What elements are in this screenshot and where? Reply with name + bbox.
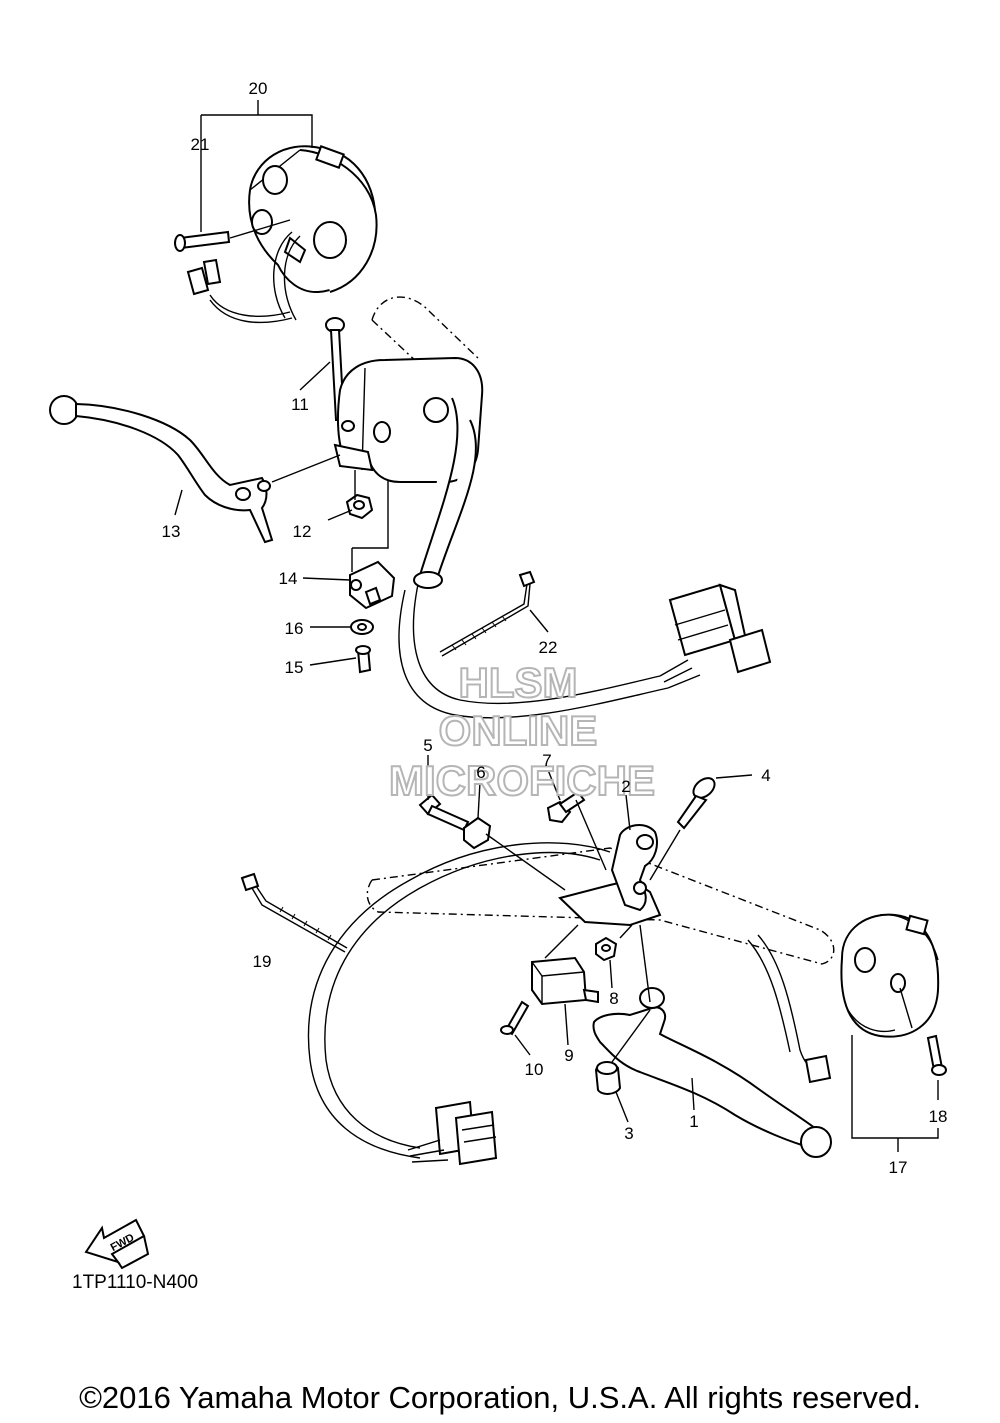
handlebar-switch-right — [840, 913, 940, 1038]
cable-tie-part-22 — [439, 570, 536, 657]
watermark-line-2: ONLINE — [439, 707, 598, 754]
screw-part-10 — [500, 1000, 530, 1036]
callout-4: 4 — [761, 766, 770, 785]
nut-part-12 — [345, 493, 374, 520]
callout-5: 5 — [423, 736, 432, 755]
diagram-code: 1TP1110-N400 — [72, 1272, 198, 1293]
screw-part-18 — [926, 1034, 947, 1076]
watermark-line-3: MICROFICHE — [389, 757, 655, 804]
callout-16: 16 — [285, 619, 304, 638]
clutch-cable — [398, 397, 669, 719]
callout-10: 10 — [525, 1060, 544, 1079]
switch-wires-upper — [186, 231, 301, 324]
collar-part-3 — [594, 1061, 622, 1095]
callout-3: 3 — [624, 1124, 633, 1143]
nut-part-8 — [595, 936, 618, 962]
callout-21: 21 — [191, 135, 210, 154]
fwd-arrow-icon: FWD — [84, 1218, 150, 1270]
screw-part-15 — [355, 645, 372, 674]
callout-11: 11 — [291, 395, 309, 414]
callout-6: 6 — [476, 763, 485, 782]
washer-part-16 — [350, 619, 374, 635]
callout-20: 20 — [249, 79, 268, 98]
wire-terminal-lower — [804, 1054, 832, 1084]
handlebar-grip-upper — [371, 296, 481, 366]
callout-13: 13 — [162, 522, 181, 541]
callout-8: 8 — [609, 989, 618, 1008]
brake-lever-part-1 — [592, 987, 832, 1158]
bolt-part-5 — [418, 793, 470, 832]
wire-connector-upper — [659, 583, 772, 689]
wire-connector-lower — [407, 1100, 498, 1166]
callout-12: 12 — [293, 522, 312, 541]
callout-labels: 20 21 11 13 12 14 16 15 22 5 7 6 4 2 19 … — [162, 79, 948, 1177]
copyright-notice: ©2016 Yamaha Motor Corporation, U.S.A. A… — [79, 1380, 921, 1415]
callout-15: 15 — [285, 658, 304, 677]
handlebar-grip-lower — [366, 847, 835, 965]
callout-7: 7 — [542, 751, 551, 770]
callout-2: 2 — [621, 777, 630, 796]
callout-22: 22 — [539, 638, 558, 657]
bolt-part-7 — [546, 790, 586, 824]
handlebar-switch-left — [248, 145, 378, 294]
watermark-line-1: HLSM — [459, 659, 578, 706]
brake-switch-part-9 — [531, 956, 599, 1006]
clutch-switch-part-14 — [349, 560, 396, 610]
callout-19: 19 — [253, 952, 272, 971]
callout-14: 14 — [279, 569, 298, 588]
callout-1: 1 — [689, 1112, 698, 1131]
callout-9: 9 — [564, 1046, 573, 1065]
leader-lines — [174, 100, 939, 1152]
brake-lever-holder-part-2 — [558, 824, 662, 927]
screw-part-21 — [174, 230, 231, 252]
cable-tie-part-19 — [240, 872, 348, 953]
callout-18: 18 — [929, 1107, 948, 1126]
watermark: HLSM ONLINE MICROFICHE — [388, 658, 656, 805]
screw-part-11 — [325, 317, 346, 421]
callout-17: 17 — [889, 1158, 908, 1177]
bolt-part-4 — [676, 777, 716, 830]
clutch-lever-holder — [333, 356, 484, 483]
clutch-lever-part-13 — [49, 395, 274, 544]
